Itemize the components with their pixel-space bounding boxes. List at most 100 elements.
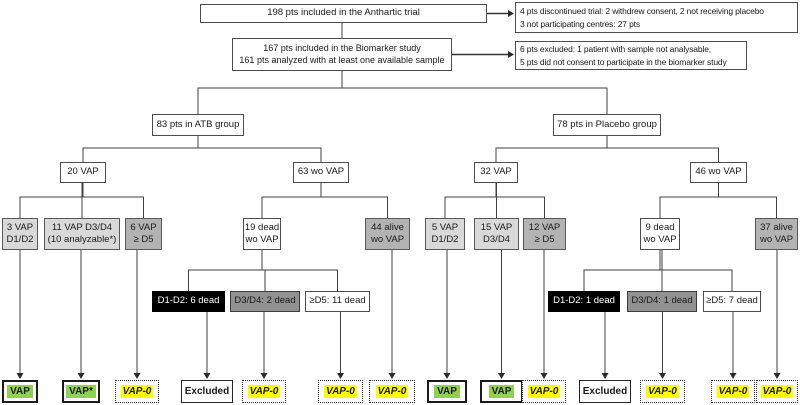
- connector-line: [444, 183, 497, 218]
- flow-box-atb-end-vap0-alive: VAP-0: [369, 380, 415, 403]
- flow-box-text: 44 alive: [371, 221, 404, 233]
- connector-line: [197, 71, 343, 114]
- flow-box-text: VAP*: [66, 385, 96, 398]
- flow-box-text: 83 pts in ATB group: [156, 118, 240, 130]
- flow-box-atb-end-excluded: Excluded: [181, 380, 233, 403]
- flow-box-atb-end-vap0-d5: VAP-0: [115, 380, 159, 403]
- flow-box-atb-vap: 20 VAP: [60, 162, 106, 183]
- arrowhead-icon: [133, 373, 141, 379]
- flow-box-text: Excluded: [184, 386, 230, 397]
- connector-line: [718, 183, 777, 218]
- flow-box-text: VAP-0: [324, 385, 357, 398]
- flow-box-text: 3 VAP: [6, 221, 34, 233]
- flow-box-text: VAP: [488, 385, 515, 398]
- connector-line: [188, 250, 263, 291]
- flow-box-atb-group: 83 pts in ATB group: [152, 114, 244, 136]
- flow-box-trial-included: 198 pts included in the Anthartic trial: [200, 4, 487, 23]
- flow-box-text: VAP: [7, 385, 33, 398]
- flow-box-placebo-end-vap-d1d2: VAP: [427, 380, 467, 403]
- flow-box-text: VAP-0: [527, 385, 561, 398]
- flow-box-text: 37 alive: [760, 221, 793, 233]
- flow-box-atb-end-vap-star: VAP*: [62, 380, 100, 403]
- arrowhead-icon: [508, 10, 514, 17]
- flow-box-text: 12 VAP: [528, 221, 561, 233]
- flow-box-text: wo VAP: [759, 234, 794, 245]
- flow-box-text: Excluded: [582, 386, 628, 397]
- arrowhead-icon: [508, 51, 514, 58]
- flow-box-text: D3/D4: [483, 234, 510, 245]
- flow-box-text: D1/D2: [6, 234, 34, 245]
- flow-box-discontinued-note: 4 pts discontinued trial: 2 withdrew con…: [515, 2, 798, 33]
- flow-box-text: 3 not participating centres: 27 pts: [520, 18, 640, 29]
- connector-line: [606, 136, 719, 162]
- connector-line: [495, 183, 545, 218]
- flow-box-placebo-end-vap0-d5dead: VAP-0: [711, 380, 755, 403]
- arrowhead-icon: [260, 373, 268, 379]
- flow-box-placebo-end-vap-d3d4: VAP: [480, 380, 523, 403]
- connector-line: [659, 250, 733, 291]
- arrowhead-icon: [203, 373, 211, 379]
- connector-line: [261, 250, 338, 291]
- flow-box-text: VAP: [434, 385, 460, 398]
- connector-line: [197, 136, 322, 162]
- flow-box-atb-dead-d1d2: D1-D2: 6 dead: [152, 291, 225, 312]
- flow-box-text: wo VAP: [643, 234, 677, 245]
- flow-box-atb-wo-vap: 63 wo VAP: [293, 162, 349, 183]
- flow-box-text: 161 pts analyzed with at least one avail…: [239, 54, 445, 65]
- flow-box-atb-vap-d3d4: 11 VAP D3/D4(10 analyzable*): [44, 218, 120, 250]
- arrowhead-icon: [601, 373, 609, 379]
- flow-box-placebo-vap-d5: 12 VAP≥ D5: [523, 218, 566, 250]
- connector-line: [341, 71, 608, 114]
- flow-box-atb-end-vap0-d5dead: VAP-0: [318, 380, 363, 403]
- flow-box-placebo-wo-vap: 46 wo VAP: [690, 162, 747, 183]
- flow-box-text: ≥D5: 7 dead: [706, 295, 758, 307]
- flow-box-placebo-end-vap0-d3d4: VAP-0: [640, 380, 685, 403]
- flow-box-placebo-end-vap0-d5: VAP-0: [522, 380, 566, 403]
- flow-box-text: D1-D2: 1 dead: [553, 295, 615, 307]
- flow-box-placebo-dead-d3d4: D3/D4: 1 dead: [627, 291, 697, 312]
- arrowhead-icon: [659, 373, 666, 379]
- flow-box-text: 20 VAP: [67, 166, 99, 178]
- flow-box-placebo-dead-d5: ≥D5: 7 dead: [703, 291, 761, 312]
- flow-box-text: ≥ D5: [534, 234, 555, 245]
- arrowhead-icon: [773, 373, 781, 379]
- arrowhead-icon: [16, 373, 24, 379]
- arrowhead-icon: [443, 373, 451, 379]
- connector-line: [583, 250, 661, 291]
- flow-box-text: 198 pts included in the Anthartic trial: [267, 7, 420, 19]
- flow-box-text: VAP-0: [646, 385, 679, 398]
- flow-box-text: 11 VAP D3/D4: [51, 221, 113, 233]
- flow-box-text: 5 pts did not consent to participate in …: [520, 56, 727, 67]
- flow-box-excluded-note: 6 pts excluded: 1 patient with sample no…: [515, 41, 747, 70]
- connector-line: [659, 183, 719, 218]
- arrowhead-icon: [77, 373, 85, 379]
- flow-box-text: D1/D2: [431, 234, 459, 245]
- flow-box-atb-vap-d5: 6 VAP≥ D5: [125, 218, 162, 250]
- flow-box-text: 32 VAP: [480, 166, 512, 178]
- flow-box-text: D3/D4: 1 dead: [631, 295, 693, 307]
- flow-box-atb-dead-d3d4: D3/D4: 2 dead: [230, 291, 300, 312]
- flow-box-text: VAP-0: [247, 385, 281, 398]
- flow-box-atb-dead-d5: ≥D5: 11 dead: [305, 291, 370, 312]
- flow-box-text: 15 VAP: [480, 221, 513, 233]
- flow-box-placebo-end-vap0-alive: VAP-0: [756, 380, 798, 403]
- flow-box-text: 5 VAP: [431, 221, 459, 233]
- flow-box-text: VAP-0: [375, 385, 409, 398]
- flow-box-text: 9 dead: [645, 221, 675, 233]
- flow-box-text: D1-D2: 6 dead: [157, 295, 220, 307]
- flow-box-text: 167 pts included in the Biomarker study: [263, 42, 421, 53]
- flow-box-text: 63 wo VAP: [297, 166, 345, 178]
- flow-box-text: ≥D5: 11 dead: [309, 295, 366, 307]
- arrowhead-icon: [498, 373, 505, 379]
- flow-box-text: 6 VAP: [130, 221, 157, 233]
- flow-box-atb-end-vap0-d3d4: VAP-0: [242, 380, 286, 403]
